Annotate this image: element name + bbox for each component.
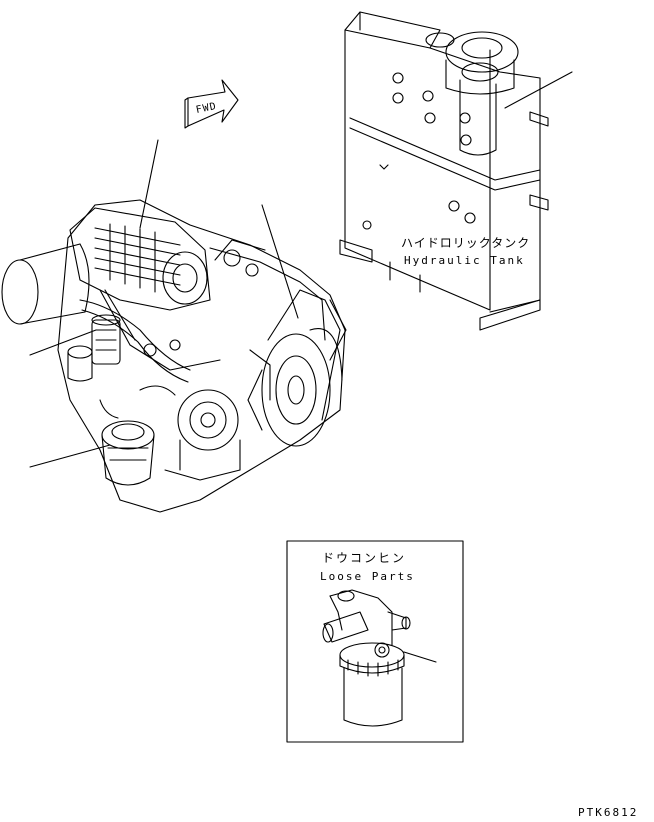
hydraulic-tank-label-en: Hydraulic Tank: [404, 254, 525, 267]
hydraulic-tank: [339, 11, 573, 331]
engine: [1, 139, 347, 513]
fwd-arrow-icon: [184, 79, 239, 129]
drawing-code: PTK6812: [578, 806, 639, 819]
loose-parts-box: [286, 540, 464, 743]
hydraulic-tank-label-ja: ハイドロリックタンク: [401, 236, 531, 250]
loose-parts-label-en: Loose Parts: [320, 570, 415, 583]
loose-parts-label-ja: ドウコンヒン: [322, 551, 407, 565]
